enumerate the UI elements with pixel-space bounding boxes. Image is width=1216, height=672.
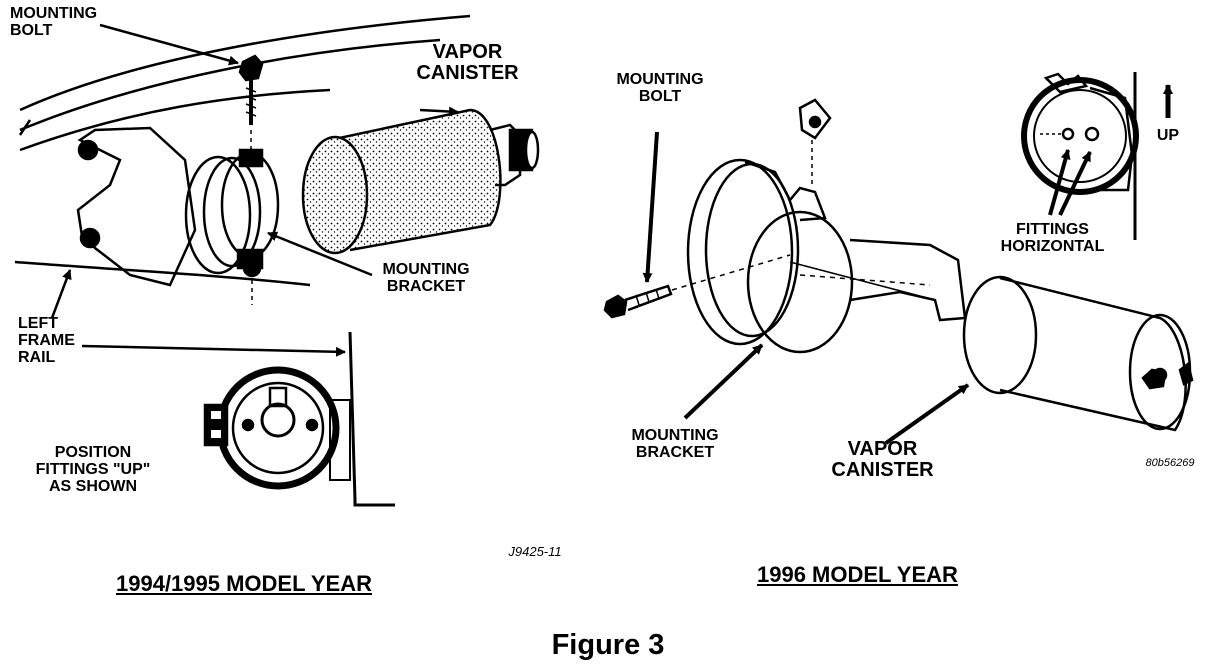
right-fittings-label: FITTINGS HORIZONTAL	[1000, 221, 1105, 255]
right-illustration	[603, 72, 1194, 432]
right-mounting-bracket-label: MOUNTING BRACKET	[631, 427, 719, 461]
figure-title: Figure 3	[551, 629, 665, 661]
right-bracket-icon	[686, 158, 967, 354]
right-leaders	[642, 84, 1173, 445]
vapor-canister-icon	[301, 108, 540, 255]
left-rail-arrow-right	[81, 344, 346, 357]
left-bolt-arrow	[99, 23, 239, 66]
left-mounting-bolt-label: MOUNTING BOLT	[10, 5, 98, 39]
mounting-bolt-icon	[238, 54, 264, 150]
left-mounting-bracket-label: MOUNTING BRACKET	[382, 261, 470, 295]
left-frame-rail-label: LEFT FRAME RAIL	[18, 315, 75, 366]
right-vapor-canister-icon	[962, 275, 1194, 432]
right-inset-icon	[1021, 72, 1139, 240]
left-inset-icon	[203, 331, 395, 507]
left-illustration	[14, 14, 540, 507]
left-caption: 1994/1995 MODEL YEAR	[116, 571, 372, 596]
bracket-ring-icon	[184, 148, 280, 305]
up-label: UP	[1156, 127, 1180, 144]
right-mounting-bolt-label: MOUNTING BOLT	[616, 71, 704, 105]
right-nut-icon	[798, 98, 832, 185]
left-position-note: POSITION FITTINGS "UP" AS SHOWN	[35, 444, 151, 495]
right-canister-arrow	[884, 383, 970, 445]
left-vapor-canister-label: VAPOR CANISTER	[416, 41, 519, 84]
left-canister-arrow	[419, 106, 459, 117]
right-ref-code: 80b56269	[1145, 457, 1195, 469]
right-bolt-arrow	[642, 131, 659, 283]
left-leaders	[50, 23, 459, 357]
right-fitting-arrow-1	[1048, 149, 1071, 216]
right-bracket-arrow	[683, 343, 764, 420]
left-ref-code: J9425-11	[508, 544, 562, 559]
right-fitting-arrow-2	[1058, 151, 1092, 216]
left-bracket-arrow	[267, 231, 373, 277]
left-rail-arrow-up	[50, 269, 72, 319]
right-caption: 1996 MODEL YEAR	[757, 562, 958, 587]
right-vapor-canister-label: VAPOR CANISTER	[831, 438, 934, 481]
